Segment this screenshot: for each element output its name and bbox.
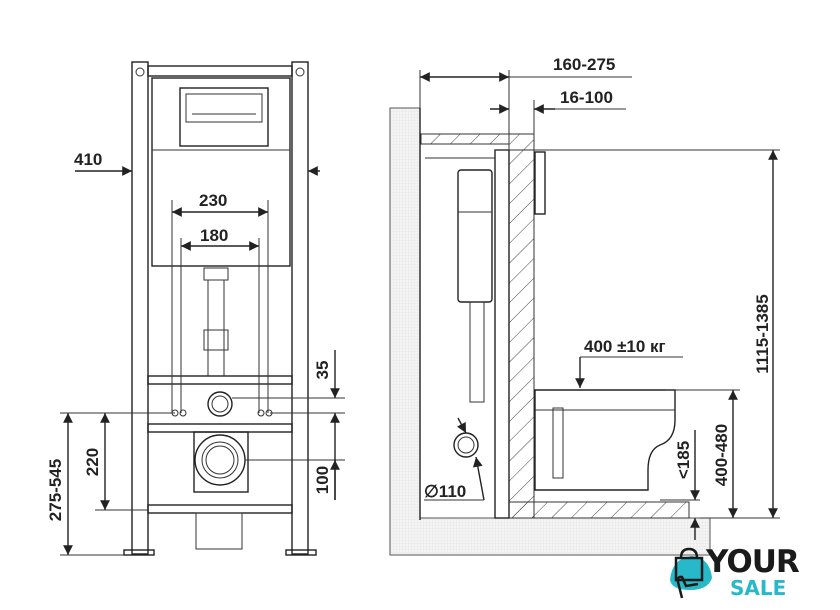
shopping-bag-hand-icon <box>670 547 712 599</box>
logo-text-sale: SALE <box>730 576 787 600</box>
front-view: 410 230 180 35 100 220 275-545 <box>46 61 345 556</box>
dim-160-275: 160-275 <box>553 55 615 74</box>
dim-180: 180 <box>200 226 228 245</box>
dim-275-545: 275-545 <box>46 459 65 521</box>
dim-35: 35 <box>313 361 332 380</box>
load-capacity: 400 ±10 кг <box>584 337 666 356</box>
flush-plate <box>179 87 269 147</box>
dim-16-100: 16-100 <box>560 88 613 107</box>
dim-400-480: 400-480 <box>712 424 731 486</box>
brand-logo: YOUR SALE <box>668 544 818 602</box>
dim-220: 220 <box>83 448 102 476</box>
dim-230: 230 <box>199 191 227 210</box>
dim-410: 410 <box>74 150 102 169</box>
logo-text-your: YOUR <box>706 544 800 580</box>
side-view: 160-275 16-100 1115-1385 400 ±10 кг 400-… <box>389 55 780 556</box>
dim-100: 100 <box>313 466 332 494</box>
dim-1115-1385: 1115-1385 <box>753 294 772 373</box>
dim-diameter-110: ∅110 <box>424 482 466 501</box>
dim-185: <185 <box>674 441 693 479</box>
